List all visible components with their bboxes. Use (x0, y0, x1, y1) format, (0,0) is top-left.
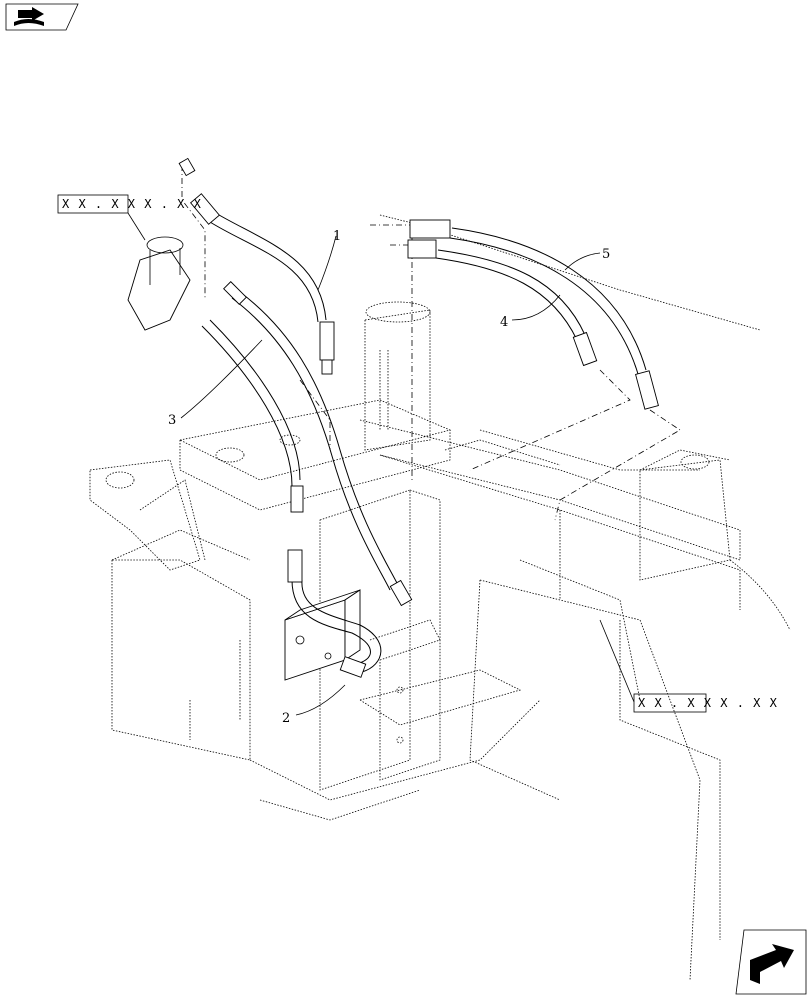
assembly-centerlines (181, 165, 681, 521)
callout-3[interactable]: 3 (168, 413, 176, 428)
next-page-arrow-icon[interactable] (735, 929, 807, 995)
hose-3 (201, 281, 413, 607)
callout-5[interactable]: 5 (602, 247, 610, 262)
book-arrow-icon[interactable] (5, 3, 79, 31)
callout-1[interactable]: 1 (333, 229, 341, 244)
hose-1 (178, 157, 335, 375)
callout-2[interactable]: 2 (282, 711, 290, 726)
hose-4 (407, 239, 598, 367)
callout-4[interactable]: 4 (500, 315, 508, 330)
ref-box-right[interactable]: X X . X X X . X X (599, 619, 778, 713)
ref-label-top-left: X X . X X X . X X (62, 197, 202, 211)
leader-lines (180, 235, 601, 716)
hose-5 (409, 219, 659, 410)
ref-label-right: X X . X X X . X X (638, 696, 778, 710)
machine-frame (89, 214, 791, 981)
ref-box-top-left[interactable]: X X . X X X . X X (57, 194, 202, 241)
hose-2 (287, 549, 382, 678)
